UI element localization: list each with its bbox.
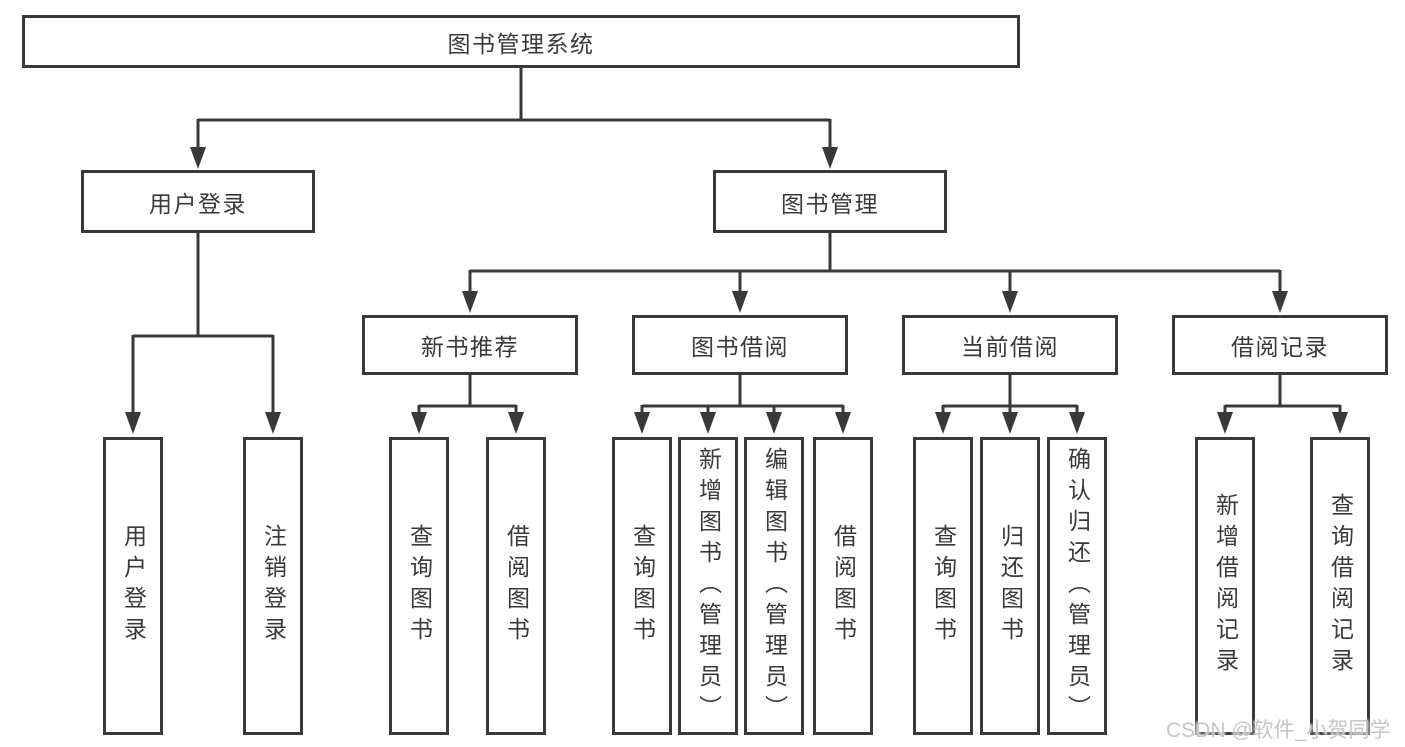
leaf-label: 查询图书 (406, 524, 433, 648)
node-label: 借阅记录 (1231, 334, 1329, 360)
leaf-add-books-admin: 新增图书（管理员） (678, 437, 738, 735)
leaf-borrow-books-recommend: 借阅图书 (486, 437, 546, 735)
node-label: 图书管理系统 (447, 30, 595, 57)
leaf-label: 新增借阅记录 (1212, 493, 1239, 679)
leaf-edit-books-admin: 编辑图书（管理员） (744, 437, 804, 735)
leaf-label: 查询图书 (930, 524, 957, 648)
leaf-label: 查询借阅记录 (1327, 493, 1354, 679)
leaf-logout: 注销登录 (243, 437, 303, 735)
leaf-query-borrow-record: 查询借阅记录 (1310, 437, 1370, 735)
leaf-user-login: 用户登录 (103, 437, 163, 735)
csdn-watermark: CSDN @软件_小贺同学 (1166, 719, 1391, 742)
leaf-label: 借阅图书 (830, 524, 857, 648)
node-book-management: 图书管理 (713, 170, 947, 233)
leaf-label: 归还图书 (997, 524, 1024, 648)
leaf-add-borrow-record: 新增借阅记录 (1195, 437, 1255, 735)
node-label: 当前借阅 (961, 334, 1059, 360)
leaf-label: 用户登录 (120, 524, 147, 648)
leaf-confirm-return-admin: 确认归还（管理员） (1047, 437, 1107, 735)
node-user-login: 用户登录 (81, 170, 315, 233)
leaf-return-books: 归还图书 (980, 437, 1040, 735)
leaf-label: 确认归还（管理员） (1064, 446, 1091, 726)
leaf-query-books-recommend: 查询图书 (389, 437, 449, 735)
leaf-label: 借阅图书 (503, 524, 530, 648)
node-library-system: 图书管理系统 (22, 15, 1020, 68)
node-label: 新书推荐 (421, 334, 519, 360)
leaf-label: 编辑图书（管理员） (761, 446, 788, 726)
node-borrow-records: 借阅记录 (1172, 315, 1388, 375)
leaf-query-books-borrow: 查询图书 (612, 437, 672, 735)
node-label: 图书管理 (781, 190, 879, 217)
arrowheads (125, 147, 1348, 434)
node-book-borrow: 图书借阅 (632, 315, 848, 375)
node-label: 图书借阅 (691, 334, 789, 360)
leaf-label: 注销登录 (260, 524, 287, 648)
node-new-book-recommend: 新书推荐 (362, 315, 578, 375)
leaf-borrow-books: 借阅图书 (813, 437, 873, 735)
leaf-label: 查询图书 (629, 524, 656, 648)
leaf-query-books-current: 查询图书 (913, 437, 973, 735)
node-current-borrow: 当前借阅 (902, 315, 1118, 375)
leaf-label: 新增图书（管理员） (695, 446, 722, 726)
node-label: 用户登录 (149, 190, 247, 217)
